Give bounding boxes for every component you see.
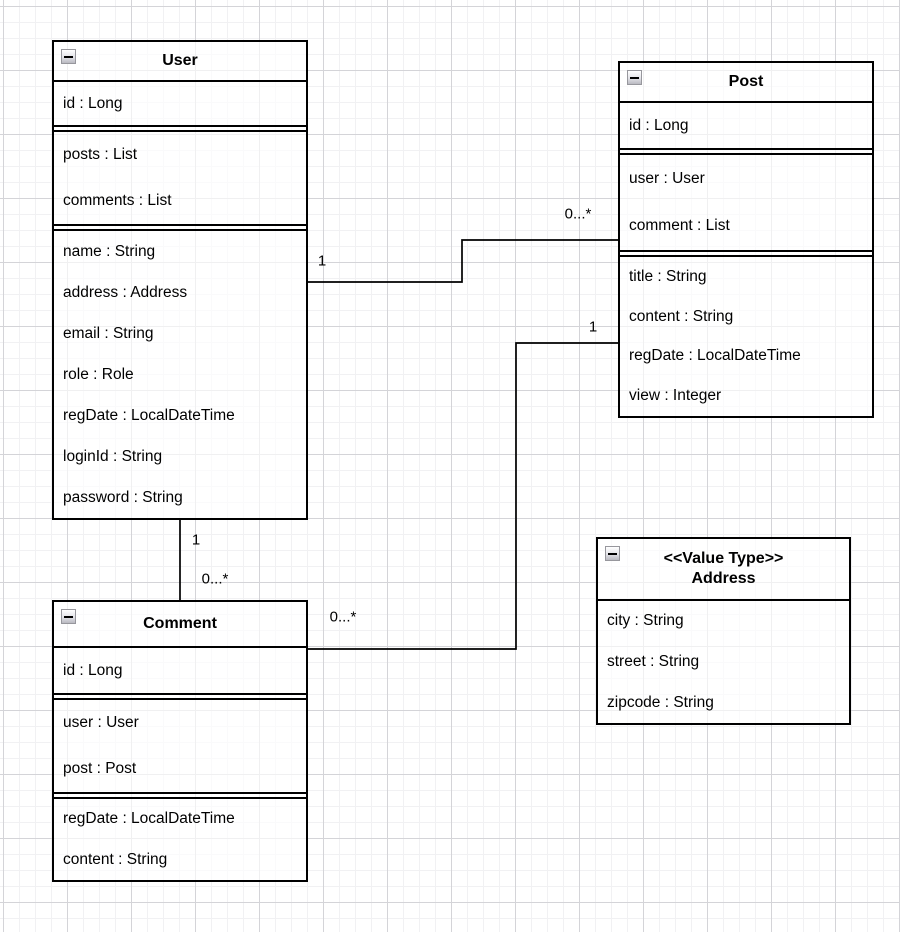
attribute-row: id : Long (63, 94, 123, 112)
class-title: Post (728, 73, 764, 91)
attribute-row: regDate : LocalDateTime (63, 810, 235, 828)
attribute-row: post : Post (63, 760, 137, 777)
class-title: Comment (143, 615, 217, 633)
class-section: user : User comment : List (620, 155, 872, 250)
section-divider (620, 148, 872, 155)
attribute-row: email : String (63, 324, 154, 342)
attribute-row: city : String (607, 612, 684, 630)
class-box-post[interactable]: Post id : Long user : User comment : Lis… (618, 61, 874, 418)
multiplicity-label-user-comment-source: 1 (191, 531, 201, 549)
attribute-row: view : Integer (629, 387, 722, 405)
attribute-row: zipcode : String (607, 693, 714, 711)
attribute-row: name : String (63, 242, 156, 260)
attribute-row: content : String (63, 850, 168, 868)
multiplicity-label-user-post-source: 1 (317, 252, 327, 270)
class-stereotype: <<Value Type>> (663, 550, 784, 568)
attribute-row: comment : List (629, 217, 730, 235)
attribute-row: title : String (629, 267, 707, 285)
multiplicity-label-user-post-target: 0...* (564, 205, 592, 223)
attribute-row: password : String (63, 488, 183, 506)
attribute-row: regDate : LocalDateTime (629, 347, 801, 365)
class-box-user[interactable]: User id : Long posts : List comments : L… (52, 40, 308, 520)
association-comment-post[interactable] (308, 342, 618, 650)
attribute-row: loginId : String (63, 447, 163, 465)
class-title-bar: <<Value Type>> Address (598, 539, 849, 601)
collapse-minus-icon[interactable] (61, 49, 76, 64)
class-box-address[interactable]: <<Value Type>> Address city : String str… (596, 537, 851, 725)
class-section: id : Long (54, 648, 306, 693)
collapse-minus-icon[interactable] (627, 70, 642, 85)
collapse-minus-icon[interactable] (605, 546, 620, 561)
association-user-post[interactable] (308, 239, 618, 283)
class-section: id : Long (54, 82, 306, 125)
attribute-row: id : Long (63, 661, 123, 679)
class-box-comment[interactable]: Comment id : Long user : User post : Pos… (52, 600, 308, 882)
attribute-row: user : User (629, 169, 705, 187)
section-divider (54, 792, 306, 799)
class-title: Address (691, 570, 756, 587)
class-title: User (162, 52, 198, 70)
class-section: title : String content : String regDate … (620, 257, 872, 416)
class-section: user : User post : Post (54, 700, 306, 792)
attribute-row: address : Address (63, 283, 188, 301)
multiplicity-label-comment-post-source: 0...* (329, 608, 357, 626)
attribute-row: role : Role (63, 365, 134, 383)
section-divider (54, 224, 306, 231)
class-title-bar: Post (620, 63, 872, 103)
class-title-bar: Comment (54, 602, 306, 648)
section-divider (54, 693, 306, 700)
attribute-row: regDate : LocalDateTime (63, 406, 235, 424)
attribute-row: posts : List (63, 146, 138, 163)
collapse-minus-icon[interactable] (61, 609, 76, 624)
class-section: id : Long (620, 103, 872, 148)
class-section: regDate : LocalDateTime content : String (54, 799, 306, 880)
section-divider (54, 125, 306, 132)
attribute-row: street : String (607, 653, 700, 670)
class-section: posts : List comments : List (54, 132, 306, 224)
attribute-row: user : User (63, 714, 139, 731)
attribute-row: comments : List (63, 192, 172, 209)
attribute-row: content : String (629, 307, 734, 325)
section-divider (620, 250, 872, 257)
class-title-bar: User (54, 42, 306, 82)
attribute-row: id : Long (629, 116, 689, 134)
class-section: name : String address : Address email : … (54, 231, 306, 518)
multiplicity-label-user-comment-target: 0...* (201, 570, 229, 588)
multiplicity-label-comment-post-target: 1 (588, 318, 598, 336)
class-section: city : String street : String zipcode : … (598, 601, 849, 723)
